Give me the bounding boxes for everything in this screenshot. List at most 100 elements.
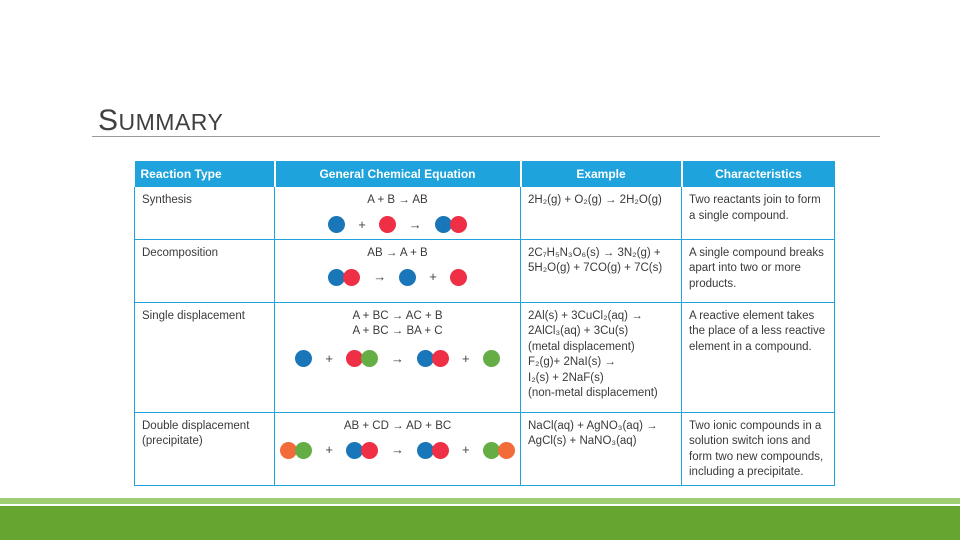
example-line: 2AlCl₃(aq) + 3Cu(s) bbox=[528, 325, 629, 337]
equation-decomposition: AB → A + B bbox=[367, 246, 428, 259]
double-displacement-particle-model: + → + bbox=[280, 440, 515, 460]
header-general-equation: General Chemical Equation bbox=[274, 161, 522, 187]
example-line: 2C₇H₅N₃O₆(s) → 3N₂(g) + bbox=[528, 246, 661, 259]
equation-cell: AB → A + B → + bbox=[274, 239, 521, 303]
plus-sign: + bbox=[325, 350, 333, 366]
reaction-type-cell: Synthesis bbox=[134, 187, 275, 240]
example-line: 5H₂O(g) + 7CO(g) + 7C(s) bbox=[528, 262, 663, 274]
atom-blue bbox=[417, 350, 434, 367]
table-row: Decomposition AB → A + B → + 2C₇H₅N₃O₆(s… bbox=[134, 239, 835, 303]
arrow-sign: → bbox=[408, 216, 422, 232]
example-line: (non-metal displacement) bbox=[528, 387, 658, 399]
equation-single-displacement-1: A + BC → AC + B bbox=[352, 309, 443, 322]
table-header-row: Reaction Type General Chemical Equation … bbox=[134, 161, 835, 187]
molecule-b bbox=[449, 268, 467, 286]
example-line: AgCl(s) + NaNO₃(aq) bbox=[528, 435, 637, 447]
atom-red bbox=[346, 350, 363, 367]
atom-blue bbox=[417, 441, 434, 459]
table-row: Double displacement (precipitate) AB + C… bbox=[134, 412, 835, 486]
molecule-ab bbox=[434, 216, 467, 233]
molecule-ab bbox=[328, 268, 361, 286]
characteristics-cell: A reactive element takes the place of a … bbox=[681, 302, 835, 413]
atom-red bbox=[432, 350, 449, 367]
atom-blue bbox=[346, 441, 363, 459]
atom-orange bbox=[280, 441, 298, 459]
slide-title: SUMMARY bbox=[98, 104, 223, 139]
molecule-a bbox=[295, 350, 313, 367]
equation-single-displacement-2: A + BC → BA + C bbox=[352, 325, 443, 337]
table-row: Synthesis A + B → AB + → 2H₂(g) + O₂(g) … bbox=[134, 187, 835, 240]
molecule-bc bbox=[482, 441, 515, 459]
atom-blue bbox=[328, 268, 346, 286]
header-example: Example bbox=[520, 161, 683, 187]
equation-cell: A + B → AB + → bbox=[274, 187, 521, 240]
plus-sign: + bbox=[462, 350, 470, 366]
single-displacement-particle-model: + → + bbox=[282, 349, 513, 369]
example-line: 2Al(s) + 3CuCl₂(aq) → bbox=[528, 309, 643, 322]
characteristics-cell: Two ionic compounds in a solution switch… bbox=[681, 412, 835, 486]
example-cell: 2C₇H₅N₃O₆(s) → 3N₂(g) + 5H₂O(g) + 7CO(g)… bbox=[520, 239, 682, 303]
molecule-c bbox=[482, 350, 500, 367]
plus-sign: + bbox=[358, 216, 366, 232]
arrow-sign: → bbox=[391, 442, 404, 458]
reaction-type-subtitle: (precipitate) bbox=[142, 435, 203, 447]
atom-green bbox=[482, 350, 500, 367]
molecule-ad bbox=[417, 441, 449, 459]
example-cell: 2Al(s) + 3CuCl₂(aq) → 2AlCl₃(aq) + 3Cu(s… bbox=[520, 302, 682, 413]
example-cell: NaCl(aq) + AgNO₃(aq) → AgCl(s) + NaNO₃(a… bbox=[520, 412, 682, 486]
reaction-type-cell: Double displacement (precipitate) bbox=[134, 412, 275, 486]
decomposition-particle-model: → + bbox=[282, 267, 513, 287]
title-first-letter: S bbox=[98, 104, 119, 137]
example-line: F₂(g)+ 2NaI(s) → bbox=[528, 356, 616, 368]
molecule-a bbox=[328, 216, 346, 233]
atom-orange bbox=[497, 441, 515, 459]
atom-green bbox=[295, 441, 313, 459]
example-line: I₂(s) + 2NaF(s) bbox=[528, 371, 604, 384]
example-cell: 2H₂(g) + O₂(g) → 2H₂O(g) bbox=[520, 187, 682, 240]
atom-red bbox=[449, 268, 467, 286]
footer-accent-line bbox=[0, 498, 960, 504]
reaction-type-cell: Single displacement bbox=[134, 302, 275, 413]
plus-sign: + bbox=[462, 442, 470, 458]
title-divider bbox=[92, 136, 880, 137]
reaction-type-synthesis: Synthesis bbox=[142, 194, 192, 206]
atom-red bbox=[432, 441, 449, 459]
atom-green bbox=[361, 350, 378, 367]
reaction-type-cell: Decomposition bbox=[134, 239, 275, 303]
reaction-summary-table: Reaction Type General Chemical Equation … bbox=[134, 161, 835, 486]
reaction-type-decomposition: Decomposition bbox=[142, 246, 219, 259]
equation-cell: A + BC → AC + B A + BC → BA + C + → + bbox=[274, 302, 521, 413]
molecule-a bbox=[399, 268, 417, 286]
atom-blue bbox=[399, 268, 417, 286]
reaction-type-single-displacement: Single displacement bbox=[142, 309, 245, 322]
reaction-type-double-displacement: Double displacement bbox=[142, 419, 250, 432]
atom-red bbox=[361, 441, 378, 459]
atom-red bbox=[343, 268, 361, 286]
example-line: (metal displacement) bbox=[528, 340, 635, 353]
header-reaction-type: Reaction Type bbox=[134, 161, 276, 187]
molecule-ab bbox=[280, 441, 313, 459]
synthesis-particle-model: + → bbox=[282, 215, 513, 235]
molecule-cd bbox=[346, 441, 378, 459]
atom-blue bbox=[434, 216, 452, 233]
title-rest: UMMARY bbox=[118, 109, 224, 135]
arrow-sign: → bbox=[391, 350, 404, 366]
characteristics-cell: Two reactants join to form a single comp… bbox=[681, 187, 835, 240]
atom-red bbox=[449, 216, 467, 233]
equation-double-displacement: AB + CD → AD + BC bbox=[343, 419, 452, 432]
molecule-b bbox=[378, 216, 396, 233]
atom-green bbox=[482, 441, 500, 459]
reaction-summary-table-wrapper: Reaction Type General Chemical Equation … bbox=[134, 161, 835, 486]
arrow-sign: → bbox=[373, 269, 387, 285]
example-line: NaCl(aq) + AgNO₃(aq) → bbox=[528, 419, 658, 432]
molecule-ac bbox=[417, 350, 449, 367]
equation-cell: AB + CD → AD + BC + → + bbox=[274, 412, 521, 486]
table-row: Single displacement A + BC → AC + B A + … bbox=[134, 302, 835, 413]
equation-synthesis: A + B → AB bbox=[367, 194, 428, 206]
header-characteristics: Characteristics bbox=[681, 161, 835, 187]
plus-sign: + bbox=[429, 269, 437, 285]
atom-blue bbox=[328, 216, 346, 233]
example-line: 2H₂(g) + O₂(g) → 2H₂O(g) bbox=[528, 194, 662, 206]
characteristics-cell: A single compound breaks apart into two … bbox=[681, 239, 835, 303]
molecule-bc bbox=[346, 350, 378, 367]
